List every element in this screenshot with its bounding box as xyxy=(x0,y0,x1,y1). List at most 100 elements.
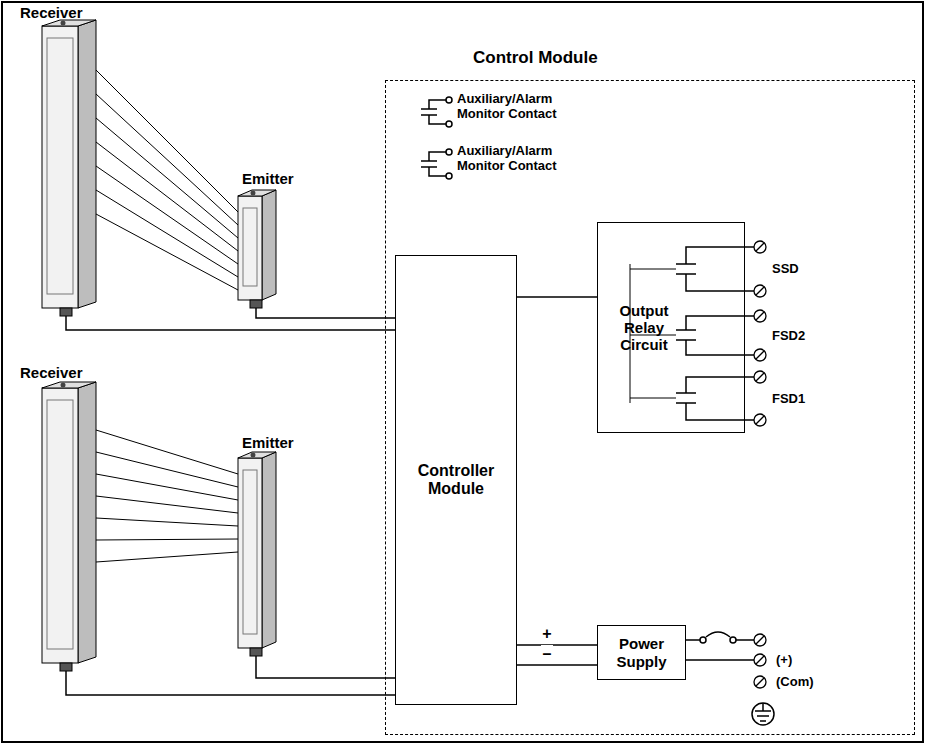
column-connector xyxy=(250,648,262,656)
screw-terminals xyxy=(754,241,766,688)
screw-terminal xyxy=(754,285,766,297)
aux-contact-terminal xyxy=(446,97,452,103)
node-label: Emitter xyxy=(242,170,294,187)
terminal-label: (Com) xyxy=(776,674,814,689)
aux-contact-label: Auxiliary/Alarm Monitor Contact xyxy=(457,91,559,122)
screw-slot xyxy=(756,287,764,295)
relay-box: Output Relay Circuit xyxy=(597,222,745,433)
light-beam xyxy=(96,214,238,290)
power-supply-box: Power Supply xyxy=(597,625,686,680)
column-cable xyxy=(255,656,257,660)
aux-contact-symbol xyxy=(421,100,446,124)
column-front xyxy=(238,196,262,300)
connector xyxy=(517,644,597,646)
screw-terminal xyxy=(754,371,766,383)
column-side xyxy=(78,382,96,663)
column-cable xyxy=(65,671,67,675)
column-cap-hole xyxy=(61,383,66,388)
relay-contact-ssd xyxy=(676,247,754,291)
column-side xyxy=(78,20,96,308)
column-cap-hole xyxy=(251,191,256,196)
emitter: Emitter xyxy=(228,170,298,312)
column-window xyxy=(47,38,73,294)
column-cable xyxy=(255,308,257,312)
connector xyxy=(517,296,597,298)
light-beam xyxy=(96,142,238,251)
column-side xyxy=(262,190,276,300)
aux-contact-terminal xyxy=(446,149,452,155)
column-front xyxy=(238,458,262,648)
relay-contact-fsd1 xyxy=(676,377,754,420)
node-label: Emitter xyxy=(242,434,294,451)
screw-terminal xyxy=(754,414,766,426)
screw-slot xyxy=(756,678,764,686)
column-top xyxy=(238,452,276,458)
terminal-label: FSD2 xyxy=(772,328,805,343)
screw-terminal xyxy=(754,241,766,253)
aux-contact-terminal xyxy=(446,121,452,127)
aux-contact-label: Auxiliary/Alarm Monitor Contact xyxy=(457,143,559,174)
node-label: Control Module xyxy=(473,48,598,68)
positive-wire xyxy=(686,659,754,661)
column-cable xyxy=(65,316,67,322)
screw-terminal xyxy=(754,654,766,666)
column-side xyxy=(262,452,276,648)
light-beam xyxy=(96,94,238,225)
screw-terminal xyxy=(754,349,766,361)
node-label: Output Relay Circuit xyxy=(602,302,686,354)
column-cap-hole xyxy=(61,21,66,26)
screw-slot xyxy=(756,312,764,320)
circuit-symbols xyxy=(421,97,774,725)
column-window xyxy=(47,400,73,649)
screw-slot xyxy=(756,243,764,251)
light-beam xyxy=(96,496,238,513)
edge-label: + xyxy=(540,625,553,644)
connector xyxy=(66,322,395,330)
fuse-contact xyxy=(730,637,736,643)
light-beam xyxy=(96,552,238,562)
column-front xyxy=(42,26,78,308)
screw-slot xyxy=(756,373,764,381)
connector xyxy=(256,312,395,318)
connector xyxy=(517,664,597,666)
column-connector xyxy=(250,300,262,308)
node-label: Receiver xyxy=(20,364,83,381)
controller-box: Controller Module xyxy=(395,255,517,705)
light-curtain-columns xyxy=(42,20,276,675)
connector xyxy=(256,660,395,678)
receiver: Receiver xyxy=(18,364,110,675)
terminal-label: SSD xyxy=(772,261,799,276)
edge-label: – xyxy=(541,645,554,664)
screw-slot xyxy=(756,416,764,424)
column-window xyxy=(243,470,257,634)
screw-terminal xyxy=(754,676,766,688)
light-beam xyxy=(96,518,238,526)
screw-slot xyxy=(756,656,764,664)
terminal-label: FSD1 xyxy=(772,391,805,406)
column-top xyxy=(238,190,276,196)
light-beam xyxy=(96,452,238,487)
column-top xyxy=(42,382,96,388)
emitter: Emitter xyxy=(228,434,298,660)
light-beam xyxy=(96,70,238,212)
light-beam xyxy=(96,539,238,540)
aux-contact-terminal xyxy=(446,173,452,179)
fuse-contact xyxy=(700,637,706,643)
screw-terminal xyxy=(754,634,766,646)
column-connector xyxy=(60,308,72,316)
ground-lines xyxy=(755,703,771,721)
screw-slot xyxy=(756,636,764,644)
column-front xyxy=(42,388,78,663)
column-cap-hole xyxy=(251,453,256,458)
node-label: Power Supply xyxy=(602,635,682,670)
node-label: Receiver xyxy=(20,4,83,21)
fuse-wire xyxy=(686,632,754,640)
light-beam xyxy=(96,430,238,474)
aux-contact-symbol xyxy=(421,152,446,176)
terminal-label: (+) xyxy=(776,652,792,667)
screw-slot xyxy=(756,351,764,359)
light-beam xyxy=(96,118,238,238)
ground-symbol xyxy=(752,703,774,725)
relay-contact-fsd2 xyxy=(676,316,754,355)
